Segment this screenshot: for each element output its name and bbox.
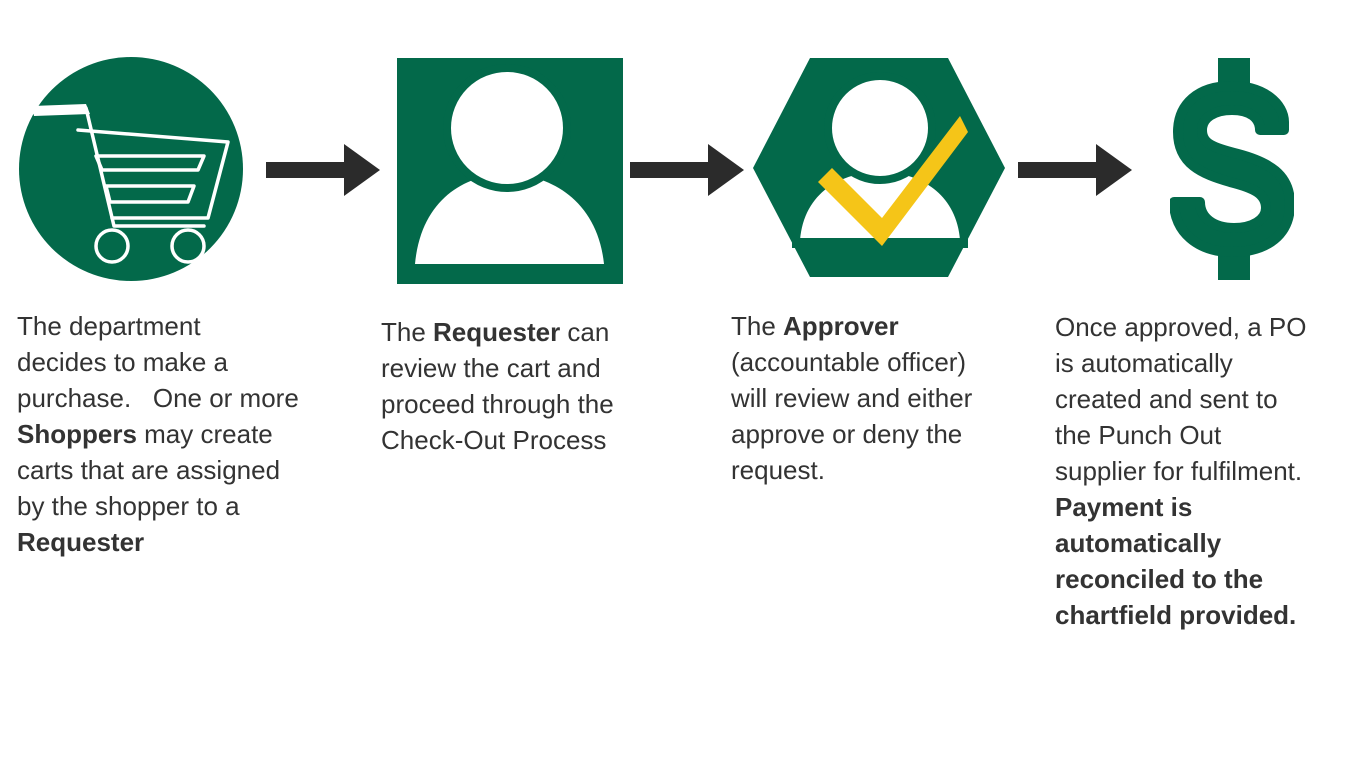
- bold-text-run: automatically: [1055, 528, 1222, 558]
- description-line: automatically: [1055, 525, 1306, 561]
- text-run: Once approved, a PO: [1055, 312, 1307, 342]
- flow-arrow-2: [630, 144, 746, 201]
- description-line: The department: [17, 308, 299, 344]
- text-run: the Punch Out: [1055, 420, 1222, 450]
- text-run: carts that are assigned: [17, 455, 281, 485]
- bold-text-run: Requester: [17, 527, 145, 557]
- text-run: The department: [17, 311, 201, 341]
- flow-arrow-1: [266, 144, 382, 201]
- bold-text-run: Requester: [433, 317, 561, 347]
- step-4-description: Once approved, a PO is automatically creat…: [1055, 309, 1306, 633]
- description-line: Requester: [17, 524, 299, 560]
- description-line: is automatically: [1055, 345, 1306, 381]
- text-run: proceed through the: [381, 389, 614, 419]
- description-line: reconciled to the: [1055, 561, 1306, 597]
- description-line: will review and either: [731, 380, 972, 416]
- description-line: the Punch Out: [1055, 417, 1306, 453]
- text-run: The: [731, 311, 784, 341]
- bold-text-run: Payment is: [1055, 492, 1193, 522]
- text-run: review the cart and: [381, 353, 601, 383]
- text-run: by the shopper to a: [17, 491, 240, 521]
- description-line: request.: [731, 452, 972, 488]
- bold-text-run: Approver: [783, 311, 899, 341]
- text-run: request.: [731, 455, 825, 485]
- bold-text-run: Shoppers: [17, 419, 137, 449]
- text-run: supplier for fulfilment.: [1055, 456, 1303, 486]
- bold-text-run: chartfield provided.: [1055, 600, 1297, 630]
- description-line: review the cart and: [381, 350, 614, 386]
- text-run: purchase. One or more: [17, 383, 299, 413]
- description-line: Check-Out Process: [381, 422, 614, 458]
- step-1-description: The department decides to make a purchase.…: [17, 308, 299, 560]
- text-run: The: [381, 317, 434, 347]
- approver-check-icon: [752, 58, 1006, 278]
- description-line: approve or deny the: [731, 416, 972, 452]
- text-run: is automatically: [1055, 348, 1233, 378]
- description-line: purchase. One or more: [17, 380, 299, 416]
- text-run: approve or deny the: [731, 419, 963, 449]
- description-line: Payment is: [1055, 489, 1306, 525]
- text-run: created and sent to: [1055, 384, 1278, 414]
- text-run: can: [560, 317, 610, 347]
- bold-text-run: reconciled to the: [1055, 564, 1264, 594]
- description-line: by the shopper to a: [17, 488, 299, 524]
- text-run: decides to make a: [17, 347, 229, 377]
- text-run: Check-Out Process: [381, 425, 607, 455]
- text-run: will review and either: [731, 383, 973, 413]
- description-line: (accountable officer): [731, 344, 972, 380]
- description-line: Shoppers may create: [17, 416, 299, 452]
- description-line: The Requester can: [381, 314, 614, 350]
- text-run: (accountable officer): [731, 347, 967, 377]
- text-run: may create: [136, 419, 273, 449]
- description-line: Once approved, a PO: [1055, 309, 1306, 345]
- flow-arrow-3: [1018, 144, 1134, 201]
- shopping-cart-icon: [18, 56, 244, 282]
- description-line: decides to make a: [17, 344, 299, 380]
- description-line: The Approver: [731, 308, 972, 344]
- step-3-description: The Approver(accountable officer)will re…: [731, 308, 972, 488]
- dollar-sign-icon: [1169, 58, 1295, 282]
- description-line: carts that are assigned: [17, 452, 299, 488]
- requester-user-icon: [397, 58, 623, 284]
- description-line: chartfield provided.: [1055, 597, 1306, 633]
- description-line: created and sent to: [1055, 381, 1306, 417]
- description-line: supplier for fulfilment.: [1055, 453, 1306, 489]
- description-line: proceed through the: [381, 386, 614, 422]
